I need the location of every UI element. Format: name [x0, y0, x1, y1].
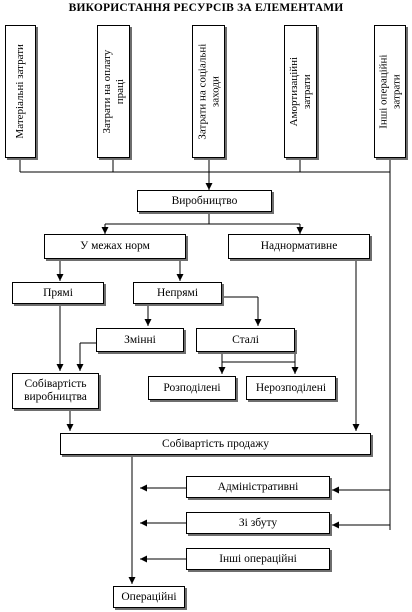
other-operating-expenses-box: Інші операційні: [186, 548, 330, 570]
labor-costs-label-2: праці: [113, 78, 126, 105]
administrative-costs-box: Адміністративні: [186, 476, 330, 498]
labor-costs-label-1: Затрати на оплату: [100, 49, 113, 134]
amortization-costs-label-1: Амортизаційні: [287, 56, 300, 127]
direct-costs-box: Прямі: [12, 282, 104, 304]
amortization-costs-label-2: затрати: [300, 74, 313, 109]
production-cost-box: Собівартість виробництва: [12, 373, 99, 409]
production-cost-label-1: Собівартість: [24, 378, 87, 391]
sales-costs-box: Зі збуту: [186, 512, 330, 534]
within-norms-box: У межах норм: [44, 234, 186, 259]
social-costs-label-1: Затрати на соціальні: [195, 43, 208, 140]
distributed-costs-box: Розподілені: [148, 376, 236, 400]
production-cost-label-2: виробництва: [24, 391, 87, 403]
above-norm-box: Наднормативне: [228, 234, 370, 259]
operational-expenses-box: Операційні: [113, 586, 185, 608]
other-operating-costs-label-1: Інші операційні: [377, 54, 390, 129]
material-costs-box: Матеріальні затрати: [5, 25, 36, 158]
production-box: Виробництво: [137, 190, 272, 212]
social-costs-label-2: заходи: [208, 76, 221, 107]
sales-cost-box: Собівартість продажу: [60, 433, 371, 455]
other-operating-costs-label-2: затрати: [390, 74, 402, 109]
diagram-title: ВИКОРИСТАННЯ РЕСУРСІВ ЗА ЕЛЕМЕНТАМИ: [68, 2, 344, 14]
material-costs-label: Матеріальні затрати: [14, 44, 27, 139]
variable-costs-box: Змінні: [96, 328, 184, 352]
indirect-costs-box: Непрямі: [133, 282, 222, 304]
fixed-costs-box: Сталі: [196, 328, 295, 352]
undistributed-costs-box: Нерозподілені: [246, 376, 336, 400]
